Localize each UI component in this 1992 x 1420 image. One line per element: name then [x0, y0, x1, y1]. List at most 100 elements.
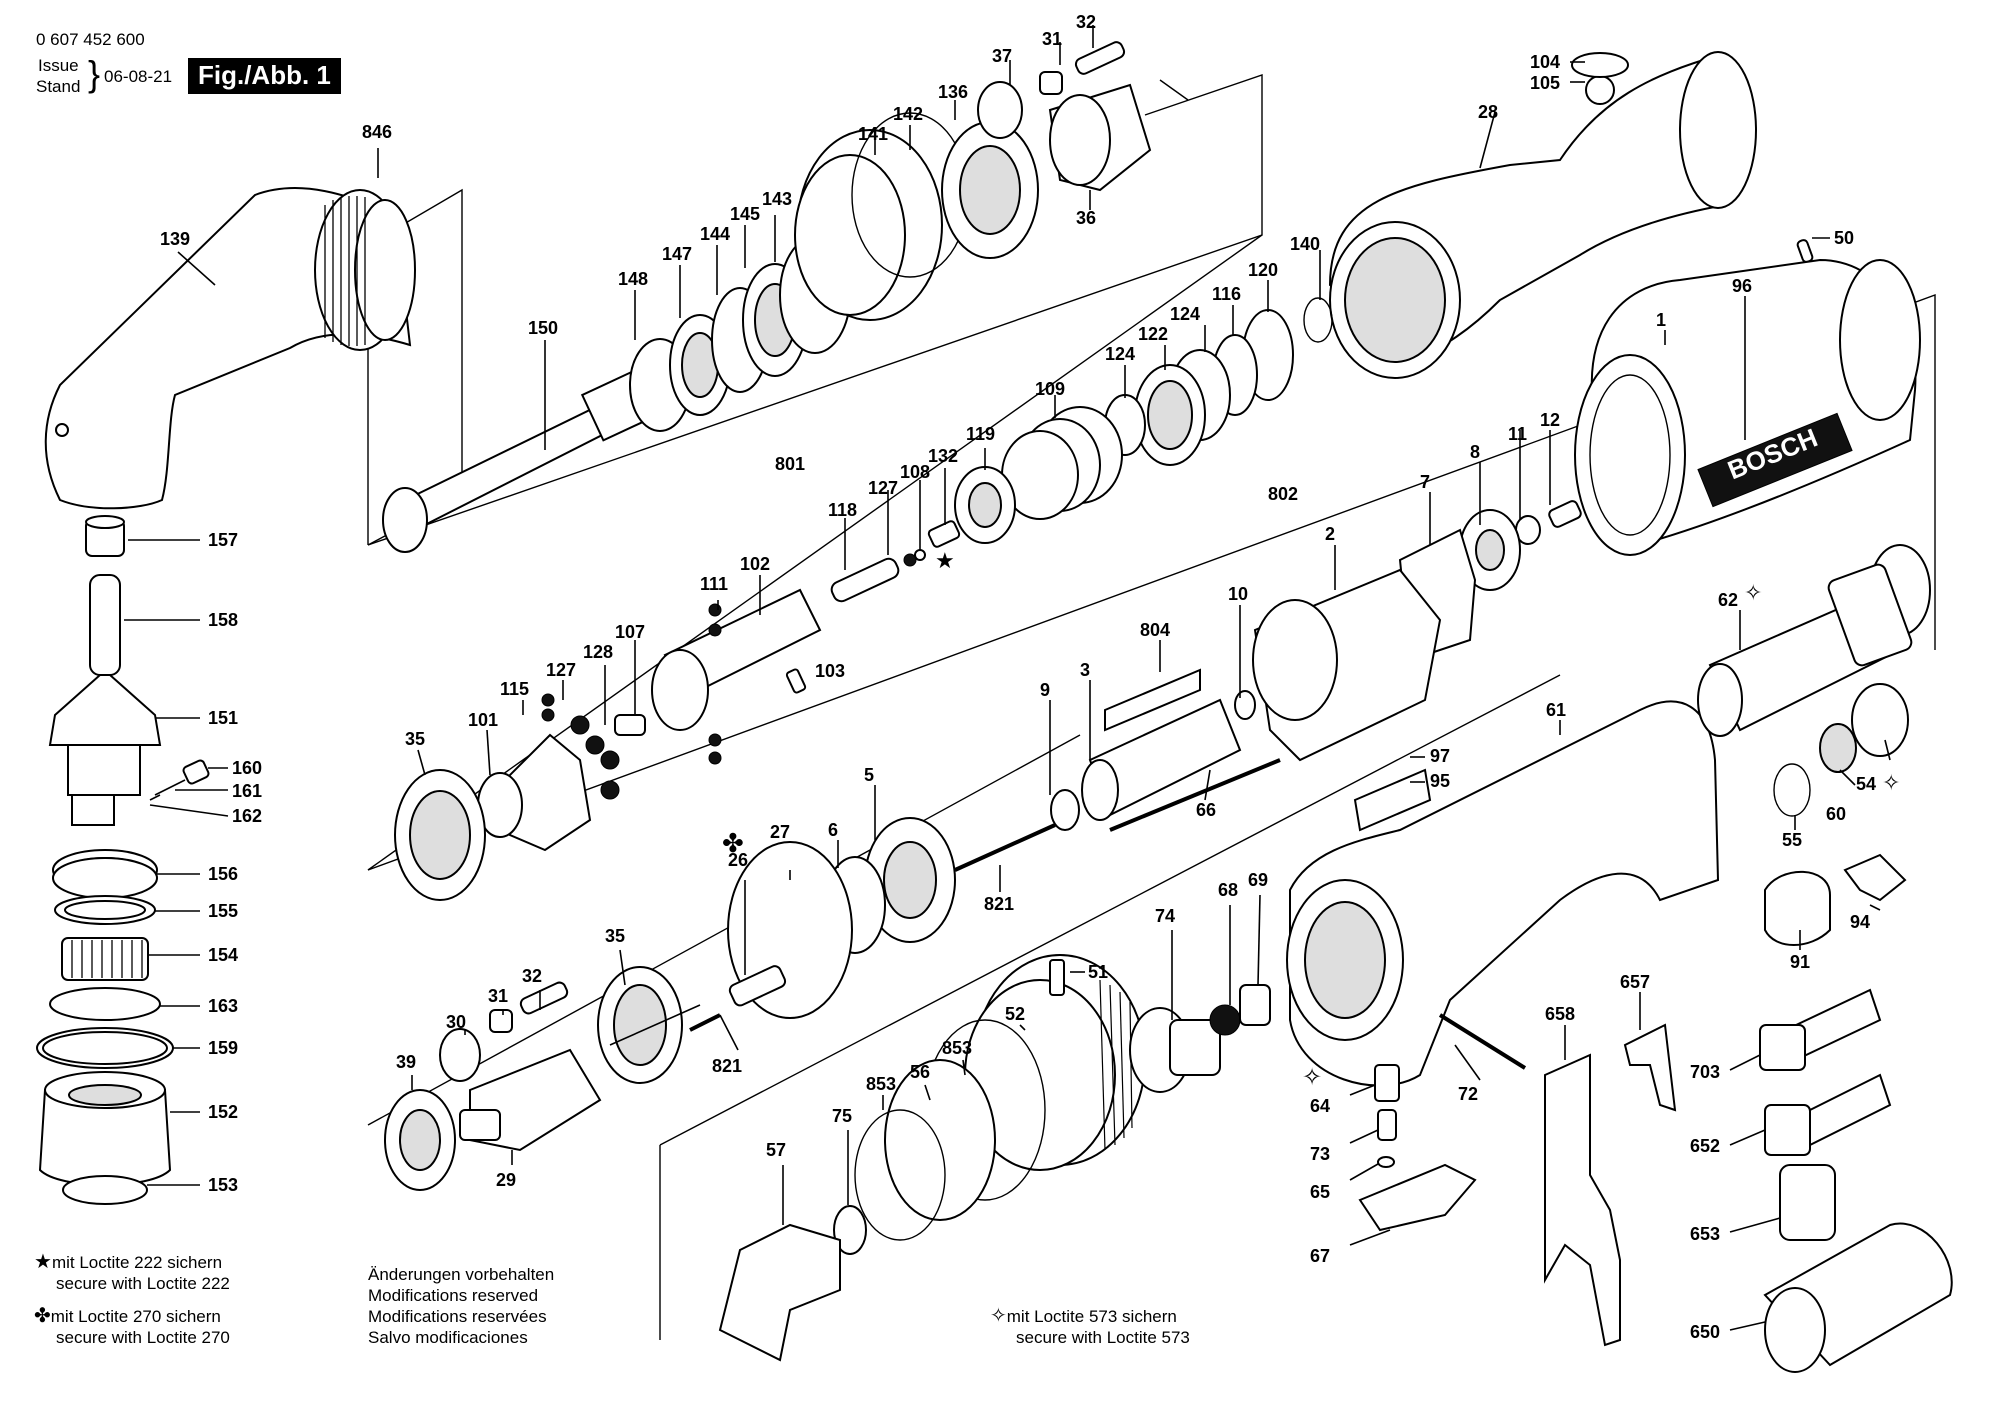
issue-date: 06-08-21 — [104, 67, 173, 86]
part-label-52: 52 — [1005, 1004, 1025, 1024]
part-label-115: 115 — [500, 679, 529, 699]
part-label-150: 150 — [528, 318, 558, 338]
star-icon: ★ — [34, 1251, 52, 1273]
part-label-821-lower: 821 — [712, 1056, 742, 1076]
part-label-66: 66 — [1196, 800, 1216, 820]
diamond-marker-64: ✧ — [1302, 1064, 1322, 1091]
part-label-94: 94 — [1850, 912, 1870, 932]
motor-sleeve-parts: BOSCH — [727, 239, 1921, 1019]
part-label-72: 72 — [1458, 1084, 1478, 1104]
part-label-29: 29 — [496, 1170, 516, 1190]
part-label-2: 2 — [1325, 524, 1335, 544]
part-label-101: 101 — [468, 710, 498, 730]
part-label-142: 142 — [893, 104, 923, 124]
part-label-30: 30 — [446, 1012, 466, 1032]
part-label-109: 109 — [1035, 379, 1065, 399]
part-label-650: 650 — [1690, 1322, 1720, 1342]
part-label-11: 11 — [1508, 424, 1527, 444]
part-label-108: 108 — [900, 462, 930, 482]
part-label-32: 32 — [1076, 12, 1096, 32]
part-label-136: 136 — [938, 82, 968, 102]
part-label-68: 68 — [1218, 880, 1238, 900]
part-label-104: 104 — [1530, 52, 1560, 72]
part-label-140: 140 — [1290, 234, 1320, 254]
part-label-5: 5 — [864, 765, 874, 785]
stand-label: Stand — [36, 77, 81, 96]
part-label-36: 36 — [1076, 208, 1096, 228]
part-label-1: 1 — [1656, 310, 1666, 330]
part-label-804: 804 — [1140, 620, 1170, 640]
part-label-127-upper: 127 — [868, 478, 898, 498]
part-label-75: 75 — [832, 1106, 852, 1126]
part-label-147: 147 — [662, 244, 692, 264]
part-label-128: 128 — [583, 642, 613, 662]
club-icon: ✤ — [34, 1305, 51, 1327]
loctite-270-note: ✤mit Loctite 270 sichern secure with Loc… — [34, 1306, 230, 1348]
part-label-159: 159 — [208, 1038, 238, 1058]
part-label-55: 55 — [1782, 830, 1802, 850]
part-label-57: 57 — [766, 1140, 786, 1160]
brace-glyph: } — [88, 53, 101, 94]
part-label-31-lower: 31 — [488, 986, 508, 1006]
part-label-801: 801 — [775, 454, 805, 474]
part-label-64: 64 — [1310, 1096, 1330, 1116]
part-label-12: 12 — [1540, 410, 1560, 430]
part-label-144: 144 — [700, 224, 730, 244]
part-label-54: 54 — [1856, 774, 1876, 794]
planetary-group-parts — [384, 954, 1271, 1362]
part-label-163: 163 — [208, 996, 238, 1016]
part-label-105: 105 — [1530, 73, 1560, 93]
part-label-35-upper: 35 — [405, 729, 425, 749]
modifications-fr: Modifications reservées — [368, 1307, 547, 1326]
assembly-frame-lines — [367, 74, 1936, 1340]
part-label-160: 160 — [232, 758, 262, 778]
loctite-573-note: ✧mit Loctite 573 sichern secure with Loc… — [990, 1306, 1190, 1348]
part-label-95: 95 — [1430, 771, 1450, 791]
figure-label: Fig./Abb. 1 — [188, 58, 341, 94]
part-label-703: 703 — [1690, 1062, 1720, 1082]
modifications-en: Modifications reserved — [368, 1286, 539, 1305]
part-label-124-upper: 124 — [1170, 304, 1200, 324]
part-label-107: 107 — [615, 622, 645, 642]
part-label-853-right: 853 — [942, 1038, 972, 1058]
part-label-122: 122 — [1138, 324, 1168, 344]
part-label-162: 162 — [232, 806, 262, 826]
loctite-270-en: secure with Loctite 270 — [56, 1328, 230, 1347]
loctite-222-note: ★mit Loctite 222 sichern secure with Loc… — [34, 1252, 230, 1294]
diamond-marker-62: ✧ — [1744, 580, 1762, 605]
part-label-32-lower: 32 — [522, 966, 542, 986]
part-label-28: 28 — [1478, 102, 1498, 122]
part-label-65: 65 — [1310, 1182, 1330, 1202]
part-label-97: 97 — [1430, 746, 1450, 766]
part-label-652: 652 — [1690, 1136, 1720, 1156]
diamond-star-icon: ✧ — [990, 1305, 1007, 1327]
part-label-91: 91 — [1790, 952, 1810, 972]
part-label-103: 103 — [815, 661, 845, 681]
part-label-10: 10 — [1228, 584, 1248, 604]
part-label-74: 74 — [1155, 906, 1175, 926]
part-labels: 846 139 157 158 151 160 161 162 156 155 … — [160, 12, 1900, 1342]
part-label-35-lower: 35 — [605, 926, 625, 946]
part-label-148: 148 — [618, 269, 648, 289]
loctite-573-de: mit Loctite 573 sichern — [1006, 1307, 1177, 1326]
part-label-60: 60 — [1826, 804, 1846, 824]
part-label-141: 141 — [858, 124, 888, 144]
part-label-26: 26 — [728, 850, 748, 870]
part-label-124-lower: 124 — [1105, 344, 1135, 364]
part-label-653: 653 — [1690, 1224, 1720, 1244]
spindle-group-parts — [382, 41, 1152, 553]
loctite-270-de: mit Loctite 270 sichern — [50, 1307, 221, 1326]
part-label-61: 61 — [1546, 700, 1566, 720]
part-label-151: 151 — [208, 708, 238, 728]
modifications-es: Salvo modificaciones — [368, 1328, 528, 1347]
part-label-127-lower: 127 — [546, 660, 576, 680]
part-label-161: 161 — [232, 781, 262, 801]
part-label-154: 154 — [208, 945, 238, 965]
part-label-152: 152 — [208, 1102, 238, 1122]
part-label-69: 69 — [1248, 870, 1268, 890]
part-label-155: 155 — [208, 901, 238, 921]
part-label-658: 658 — [1545, 1004, 1575, 1024]
part-label-120: 120 — [1248, 260, 1278, 280]
issue-label: Issue — [38, 56, 79, 75]
